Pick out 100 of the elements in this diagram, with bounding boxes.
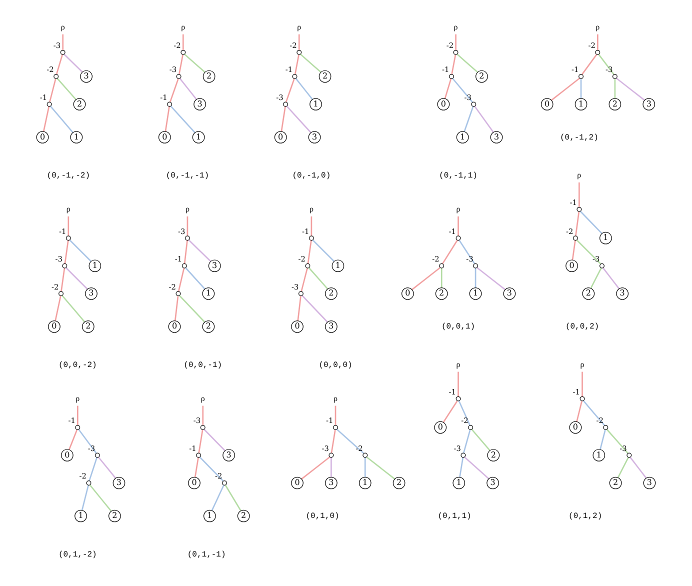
node-circle <box>595 50 600 55</box>
connector <box>202 406 204 426</box>
connector <box>76 406 78 426</box>
node-circle <box>58 291 64 296</box>
connector <box>364 457 366 478</box>
connector <box>89 484 112 512</box>
connector <box>286 106 312 133</box>
connector <box>78 429 97 454</box>
connector <box>182 34 184 50</box>
connector <box>444 78 452 99</box>
connector <box>98 456 116 479</box>
connector <box>412 267 441 290</box>
connector <box>458 216 459 236</box>
connector <box>474 268 476 288</box>
connector <box>188 240 212 262</box>
node-circle <box>578 74 584 79</box>
connector <box>576 240 602 264</box>
connector <box>590 268 602 288</box>
connector <box>54 296 62 321</box>
connector <box>598 54 614 75</box>
connector <box>578 182 580 208</box>
connector <box>62 34 64 50</box>
connector <box>194 457 199 478</box>
node-circle <box>180 50 186 55</box>
node-circle <box>456 236 461 241</box>
node-circle <box>283 102 288 107</box>
node-circle <box>308 236 314 241</box>
connector <box>312 240 334 262</box>
node-circle <box>46 102 52 107</box>
node-circle <box>185 236 190 241</box>
node-circle <box>580 396 585 402</box>
node-circle <box>439 263 444 268</box>
node-circle <box>176 291 181 296</box>
connector <box>440 268 442 288</box>
node-circle <box>600 263 604 268</box>
connector <box>66 267 88 290</box>
connector <box>301 456 330 480</box>
node-circle <box>94 452 100 458</box>
connector <box>617 456 630 478</box>
node-circle <box>66 236 71 241</box>
connector <box>300 54 322 73</box>
connector <box>199 456 224 482</box>
connector <box>179 295 205 322</box>
connector <box>458 400 470 426</box>
connector <box>456 54 478 73</box>
node-circle <box>612 74 618 79</box>
connector <box>572 240 576 260</box>
connector <box>442 240 458 264</box>
connector <box>285 78 295 102</box>
connector <box>582 400 606 426</box>
node-circle <box>167 102 172 107</box>
connector <box>575 212 580 236</box>
connector <box>582 54 598 75</box>
connector <box>294 54 300 74</box>
connector <box>186 216 188 236</box>
connector <box>597 34 598 50</box>
connector <box>551 78 580 101</box>
connector <box>295 78 313 100</box>
connector <box>185 267 206 290</box>
node-circle <box>473 263 478 268</box>
connector <box>169 78 179 102</box>
node-circle <box>362 452 368 458</box>
node-circle <box>573 236 578 241</box>
connector <box>307 240 312 264</box>
node-circle <box>471 102 476 107</box>
node-circle <box>603 425 608 430</box>
connector <box>442 400 458 423</box>
connector <box>64 240 69 264</box>
connector <box>211 484 224 511</box>
node-circle <box>453 50 458 55</box>
connector <box>302 295 328 322</box>
node-circle <box>176 74 182 79</box>
connector <box>582 372 583 397</box>
node-circle <box>196 452 202 458</box>
node-circle <box>62 263 68 268</box>
connector <box>164 106 170 132</box>
connector <box>452 78 474 103</box>
connector <box>170 106 196 133</box>
connector <box>336 428 364 454</box>
connector <box>330 457 332 478</box>
node-circle <box>328 452 334 458</box>
connector <box>179 78 197 100</box>
connector <box>455 34 456 50</box>
connector <box>602 267 620 290</box>
connector <box>56 54 64 75</box>
node-circle <box>305 263 310 268</box>
connector <box>42 106 50 132</box>
connector <box>68 216 70 236</box>
connector <box>464 456 490 480</box>
node-circle <box>54 74 59 79</box>
connector <box>616 78 645 101</box>
connector <box>298 34 300 50</box>
connector <box>184 240 188 264</box>
node-circle <box>182 263 187 268</box>
node-circle <box>460 452 466 458</box>
connector <box>60 268 66 292</box>
connector <box>56 78 76 100</box>
connector <box>81 484 90 510</box>
node-circle <box>292 74 298 79</box>
node-circle <box>200 425 206 430</box>
